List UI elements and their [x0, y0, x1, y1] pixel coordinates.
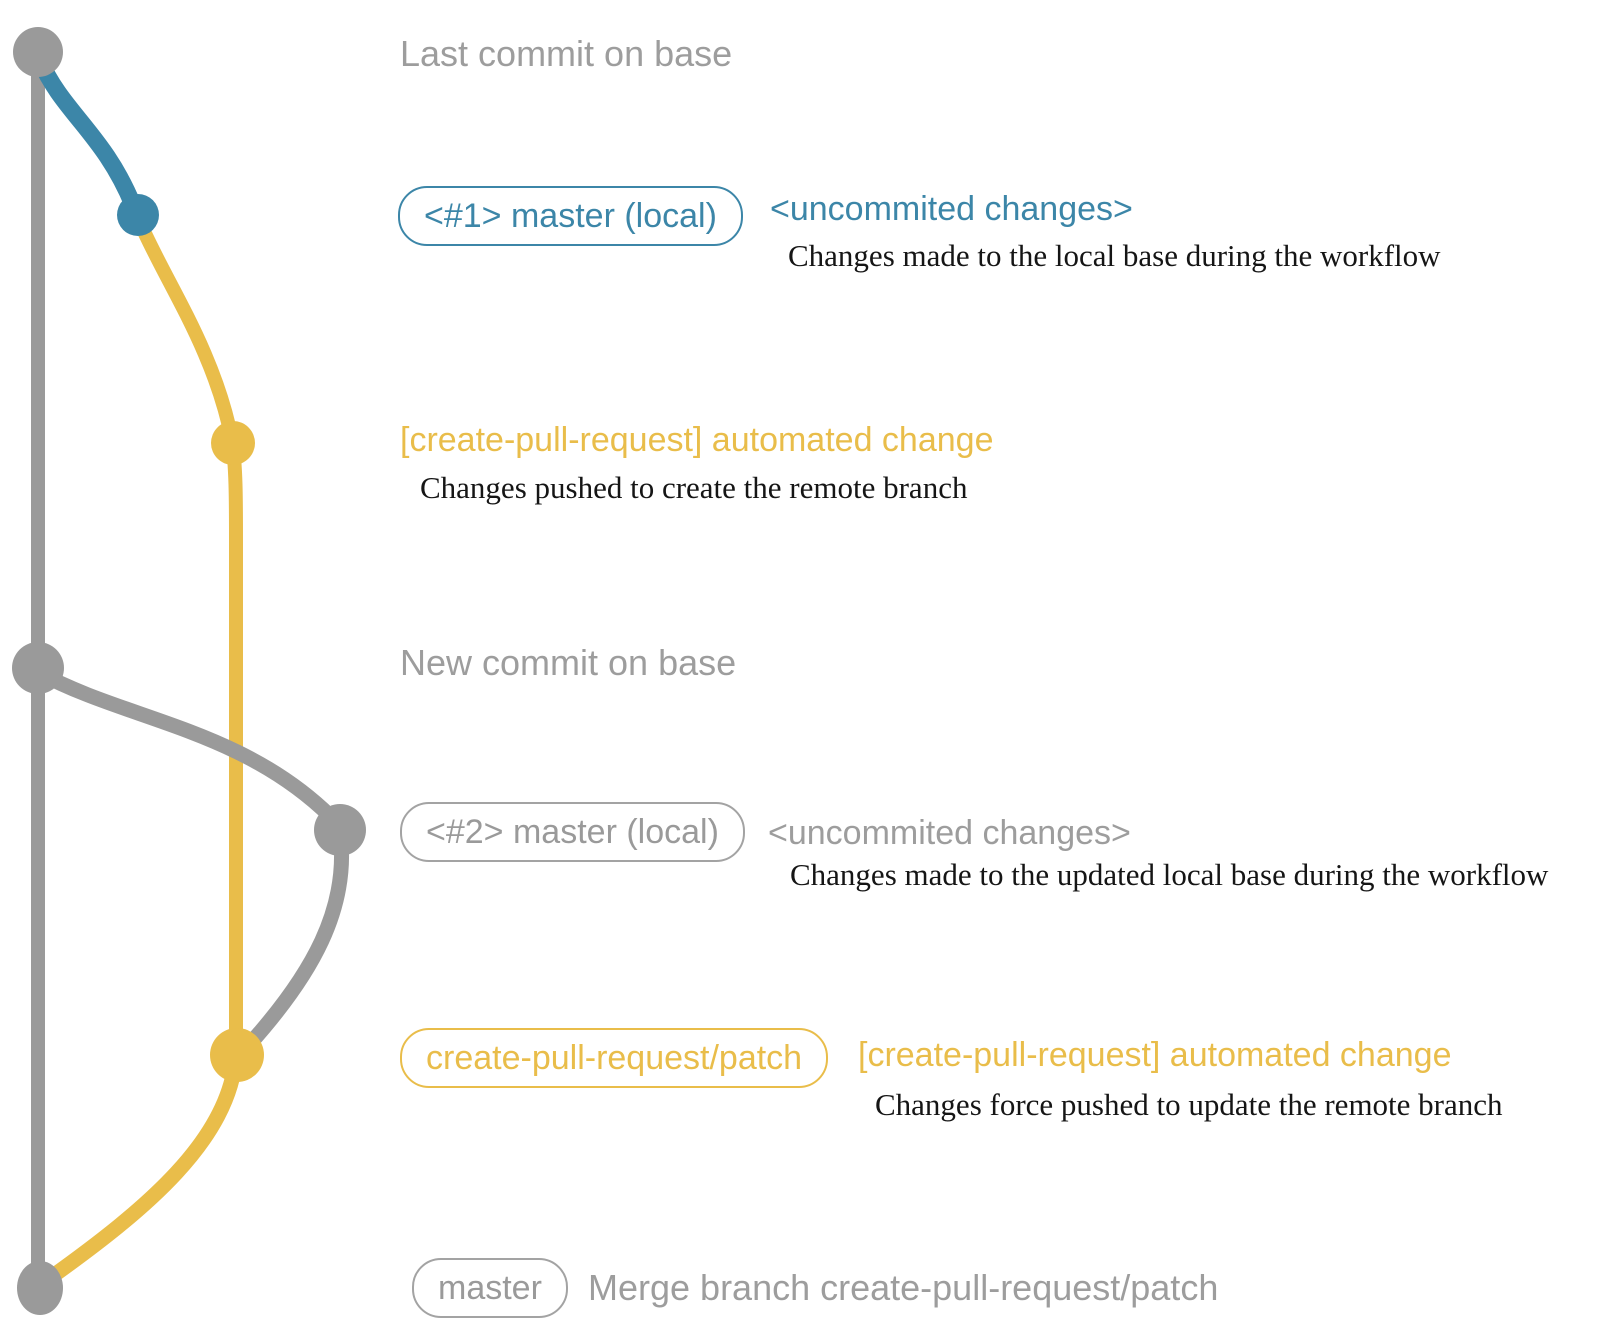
rebase-curve-out [30, 664, 338, 824]
commit-dot-remote-2 [210, 1028, 264, 1082]
commit-dot-merge [17, 1261, 63, 1315]
annotation-uncommited-changes-1: <uncommited changes> [770, 190, 1133, 228]
annotation-uncommited-changes-2: <uncommited changes> [768, 814, 1131, 852]
branch-badge-master: master [412, 1258, 568, 1318]
branch-badge-master-local-2: <#2> master (local) [400, 802, 745, 862]
commit-dot-remote-1 [211, 421, 255, 465]
annotation-automated-change-2: [create-pull-request] automated change [858, 1036, 1452, 1074]
annotation-automated-change-1: [create-pull-request] automated change [400, 421, 994, 459]
description-force-push-remote: Changes force pushed to update the remot… [875, 1087, 1503, 1122]
label-new-commit-on-base: New commit on base [400, 642, 737, 683]
rebase-curve-in [240, 824, 350, 1054]
description-local-changes-2: Changes made to the updated local base d… [790, 857, 1549, 892]
remote-branch-merge-curve [42, 1047, 244, 1286]
git-graph [12, 27, 366, 1315]
label-merge-branch: Merge branch create-pull-request/patch [588, 1267, 1219, 1308]
branch-badge-master-local-1: <#1> master (local) [398, 186, 743, 246]
commit-dot-local-master-1 [117, 194, 159, 236]
commit-dot-local-master-2 [314, 804, 366, 856]
label-last-commit-on-base: Last commit on base [400, 33, 733, 74]
branch-badge-create-pull-request-patch: create-pull-request/patch [400, 1028, 829, 1088]
commit-dot-last-base [13, 27, 63, 77]
description-local-changes-1: Changes made to the local base during th… [788, 238, 1441, 273]
commit-dot-new-base [12, 642, 64, 694]
description-push-remote: Changes pushed to create the remote bran… [420, 470, 968, 505]
local-change-curve [31, 51, 142, 214]
remote-branch-line [131, 211, 243, 1062]
